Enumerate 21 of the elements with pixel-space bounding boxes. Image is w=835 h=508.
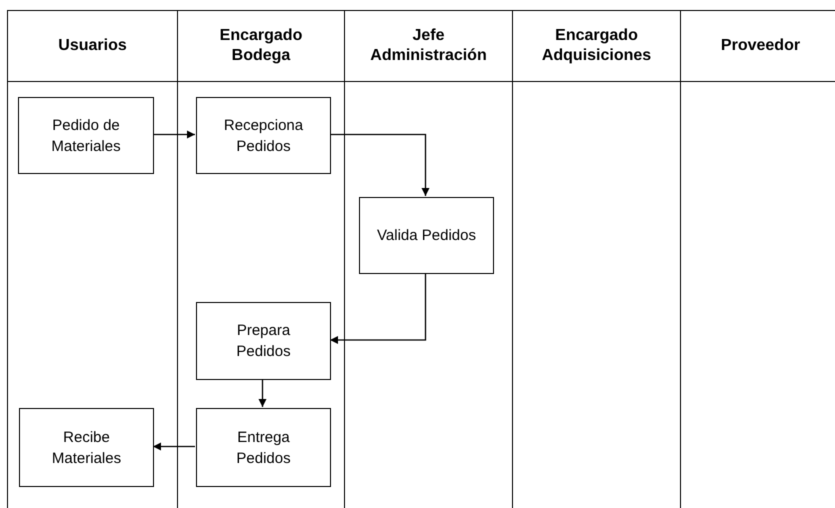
process-box: Prepara Pedidos bbox=[196, 302, 331, 380]
lane-header: Encargado Adquisiciones bbox=[513, 11, 680, 82]
arrow bbox=[258, 379, 266, 407]
process-box: Recibe Materiales bbox=[19, 408, 154, 487]
arrow bbox=[330, 273, 426, 344]
arrow bbox=[153, 442, 195, 450]
arrow bbox=[330, 134, 430, 196]
arrow bbox=[153, 130, 195, 138]
lane-header: Jefe Administración bbox=[345, 11, 512, 82]
lane-header: Proveedor bbox=[681, 11, 835, 82]
swimlane bbox=[7, 10, 177, 508]
process-box: Recepciona Pedidos bbox=[196, 97, 331, 174]
lane-header: Encargado Bodega bbox=[178, 11, 344, 82]
lane-header: Usuarios bbox=[8, 11, 177, 82]
swimlane bbox=[512, 10, 680, 508]
swimlane bbox=[680, 10, 835, 508]
process-box: Valida Pedidos bbox=[359, 197, 494, 274]
swimlane bbox=[177, 10, 344, 508]
swimlane bbox=[344, 10, 512, 508]
process-box: Entrega Pedidos bbox=[196, 408, 331, 487]
process-box: Pedido de Materiales bbox=[18, 97, 154, 174]
